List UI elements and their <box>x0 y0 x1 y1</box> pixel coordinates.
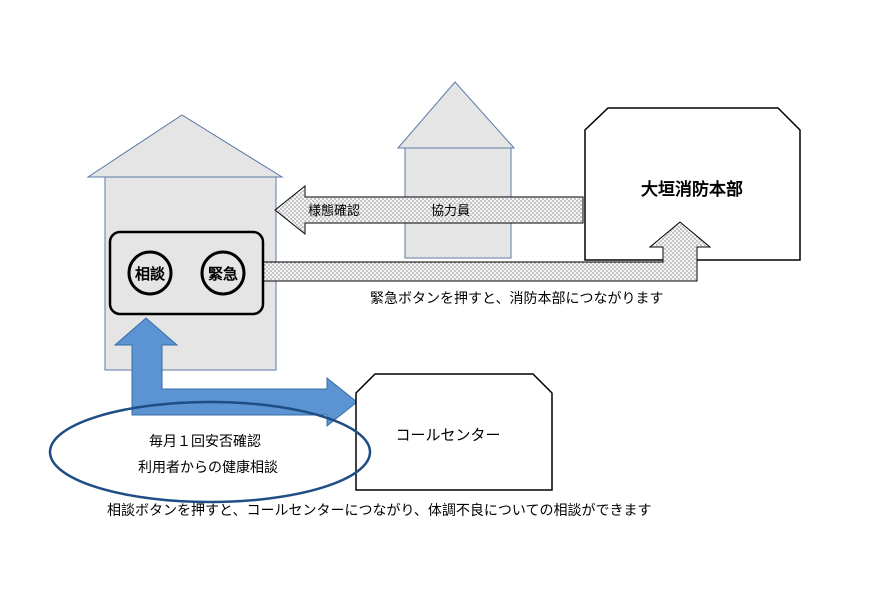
status-check-label: 様態確認 <box>308 203 360 219</box>
monthly-check-label: 毎月１回安否確認 <box>149 434 261 450</box>
consult-note: 相談ボタンを押すと、コールセンターにつながり、体調不良についての相談ができます <box>107 503 651 519</box>
fire-hq-box <box>584 107 801 261</box>
cooperator-house <box>396 81 516 259</box>
call-center-box <box>355 373 553 491</box>
cooperator-label: 協力員 <box>431 204 470 219</box>
health-consult-label: 利用者からの健康相談 <box>138 459 278 476</box>
call-center-label: コールセンター <box>395 426 500 444</box>
consult-button[interactable]: 相談 <box>127 250 173 296</box>
emergency-button[interactable]: 緊急 <box>200 250 246 296</box>
consult-arrow <box>113 317 358 428</box>
user-house-roof <box>86 114 284 178</box>
cooperator-house-roof <box>396 81 516 149</box>
fire-hq-label: 大垣消防本部 <box>641 179 743 200</box>
emergency-arrow <box>257 221 712 282</box>
emergency-note: 緊急ボタンを押すと、消防本部につながります <box>370 291 663 307</box>
status-check-arrow <box>274 184 584 236</box>
service-ellipse <box>48 400 372 504</box>
consult-button-label: 相談 <box>135 265 166 283</box>
emergency-button-label: 緊急 <box>208 265 238 283</box>
